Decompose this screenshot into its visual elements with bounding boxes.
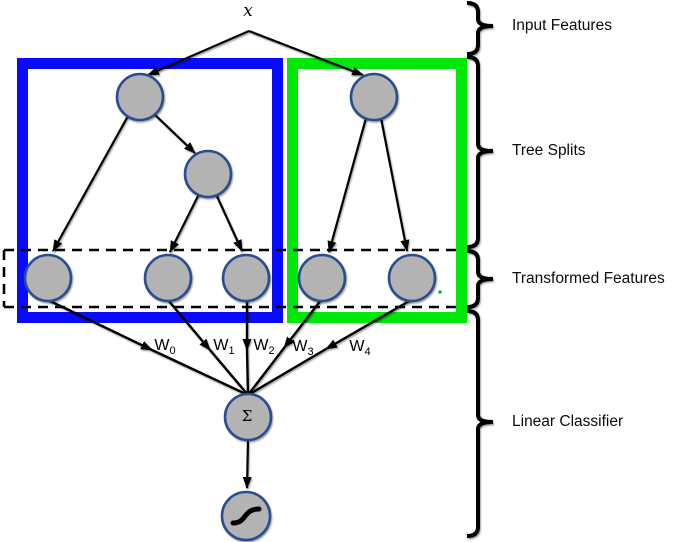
sum-node [223,392,273,442]
annotation-input-features: Input Features [512,17,612,34]
nodes [23,72,437,542]
brace-linear-classifier [466,309,494,538]
weight-w1-sub: 1 [228,345,235,358]
edge-leaf3-to-sum-b [245,349,250,396]
tree1-root-node [115,72,165,122]
leaf-node-3 [221,253,271,303]
brace-input-features [466,1,494,56]
edge-leaf4-to-sum-b [247,347,285,396]
tree1-split-node [183,149,233,199]
edge-leaf1-to-sum-b [151,348,249,397]
weight-w3-sub: 3 [307,346,314,359]
edge-leaf2-to-sum-a [167,299,211,351]
weight-w0-base: W [154,336,170,354]
edge-tree1-root-to-leaf1 [52,115,129,252]
weight-w2-sub: 2 [268,345,275,358]
edge-tree2-root-to-leaf5 [379,117,410,252]
edge-leaf2-to-sum-b [209,349,249,396]
edge-leaf5-to-sum-a [325,298,412,351]
edge-input-to-tree2-root [248,29,364,77]
edge-tree1-split2-to-leaf3 [214,193,244,252]
weight-w2-base: W [253,336,269,354]
annotation-tree-splits: Tree Splits [512,142,586,159]
braces [466,1,494,538]
weight-w4-sub: 4 [364,346,371,359]
edge-sum-to-sigmoid [242,440,252,489]
weight-label-w2: W2 [253,337,274,357]
edge-input-to-tree1-root [147,29,250,77]
weight-label-w1: W1 [213,337,234,357]
edge-tree1-root-to-split2 [151,111,196,154]
edge-leaf1-to-sum-a [47,298,153,352]
input-x-label: x [243,1,253,21]
leaf-node-4 [297,253,347,303]
annotation-linear-classifier: Linear Classifier [512,413,624,430]
leaf-node-5 [387,253,437,303]
weight-w4-base: W [349,337,365,355]
edges [47,29,412,489]
weight-w0-sub: 0 [169,345,176,358]
leaf-node-1 [23,253,73,303]
green-dot-artifact [438,290,442,294]
weight-w3-base: W [292,337,308,355]
weight-w1-base: W [213,336,229,354]
edge-tree1-split2-to-leaf2 [169,193,200,253]
edge-tree2-root-to-leaf4 [327,117,368,253]
transformed-features-dashed-box [2,248,459,309]
weight-label-w3: W3 [292,338,313,358]
sum-sigma-label: Σ [241,407,253,425]
edge-leaf5-to-sum-b [247,347,327,397]
tree1-box [17,58,283,323]
sigmoid-curve-icon [230,506,262,526]
weight-label-w0: W0 [154,337,175,357]
brace-transformed-features [466,249,494,309]
annotation-transformed-features: Transformed Features [512,270,665,287]
weighted-edges [47,298,412,397]
weight-label-w4: W4 [349,338,370,358]
edge-leaf4-to-sum-a [283,299,322,349]
tree2-root-node [349,72,399,122]
leaf-node-2 [143,253,193,303]
tree2-box [287,58,467,323]
brace-tree-splits [466,55,494,249]
